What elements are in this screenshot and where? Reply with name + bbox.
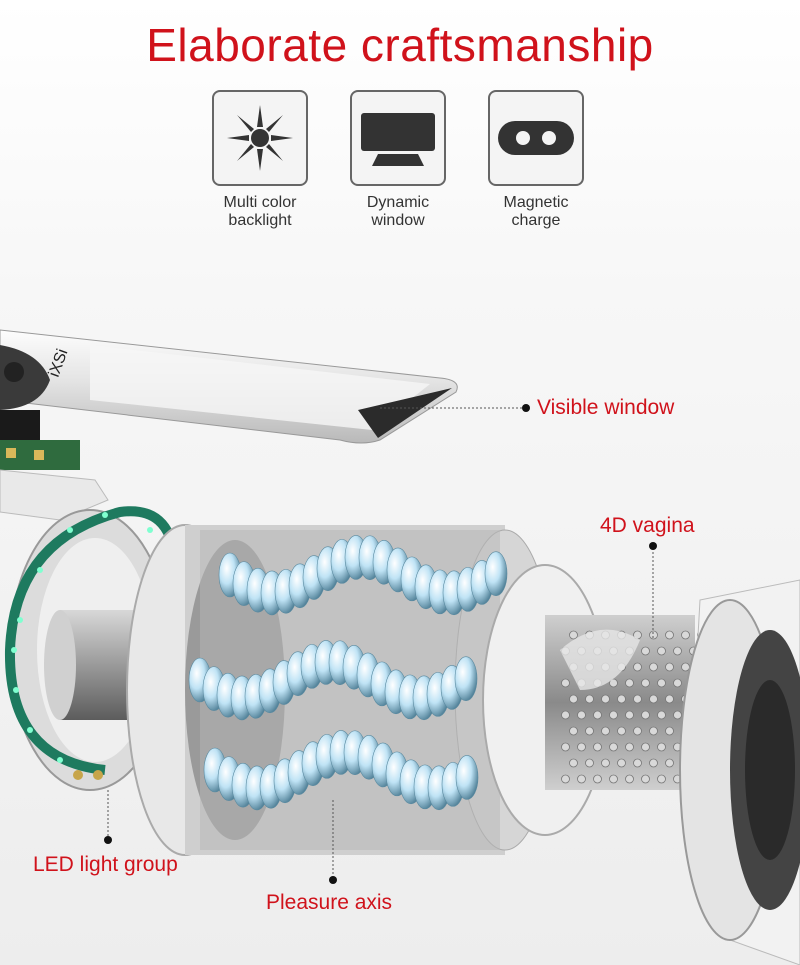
sleeve-nub xyxy=(665,758,674,768)
sleeve-nub xyxy=(633,662,642,672)
feature-label: Magnetic charge xyxy=(503,194,569,229)
front-cap xyxy=(679,579,800,965)
led-ring xyxy=(4,506,180,780)
feature-icon-box xyxy=(350,90,446,186)
sleeve-nub xyxy=(641,646,650,656)
sleeve-nub xyxy=(585,758,594,768)
sleeve-nub xyxy=(617,758,626,768)
sleeve-nub xyxy=(657,774,666,784)
sleeve-nub xyxy=(585,726,594,736)
page-title: Elaborate craftsmanship xyxy=(146,19,654,71)
feature-magnetic-charge: Magnetic charge xyxy=(476,90,596,230)
sleeve-nub xyxy=(593,742,602,752)
sleeve-nub xyxy=(601,726,610,736)
sleeve-nub xyxy=(601,694,610,704)
sleeve-nub xyxy=(641,774,650,784)
sleeve-nub xyxy=(625,710,634,720)
sleeve-nub xyxy=(649,694,658,704)
sleeve-nub xyxy=(609,678,618,688)
sleeve-nub xyxy=(577,774,586,784)
sleeve-nub xyxy=(649,662,658,672)
sleeve-nub xyxy=(609,710,618,720)
feature-multi-color-backlight: Multi color backlight xyxy=(200,90,320,230)
callout-pleasure-axis: Pleasure axis xyxy=(266,891,393,914)
sleeve-nub xyxy=(641,710,650,720)
callout-4d-vagina: 4D vagina xyxy=(600,514,695,537)
sleeve-nub xyxy=(593,774,602,784)
sleeve-nub xyxy=(601,758,610,768)
feature-label: Multi color backlight xyxy=(223,194,297,229)
feature-row: Multi color backlight Dynamic window Mag… xyxy=(0,90,800,240)
feature-icon-box xyxy=(212,90,308,186)
sleeve-nub xyxy=(633,758,642,768)
sleeve xyxy=(482,564,706,836)
monitor-icon xyxy=(361,113,435,166)
sleeve-nub xyxy=(633,694,642,704)
sleeve-nub xyxy=(665,630,674,640)
sleeve-nub xyxy=(665,662,674,672)
sleeve-nub xyxy=(609,774,618,784)
sleeve-nub xyxy=(577,710,586,720)
sleeve-nub xyxy=(577,742,586,752)
feature-label: Dynamic window xyxy=(366,194,430,229)
callout-leaders xyxy=(107,407,654,880)
sleeve-nub xyxy=(657,710,666,720)
sleeve-nub xyxy=(561,774,570,784)
sleeve-nub xyxy=(617,694,626,704)
feature-icon-box xyxy=(488,90,584,186)
callout-led-light-group: LED light group xyxy=(33,853,178,876)
sleeve-nub xyxy=(649,630,658,640)
sleeve-nub xyxy=(673,678,682,688)
sleeve-nub xyxy=(657,678,666,688)
sleeve-nub xyxy=(585,694,594,704)
sleeve-nub xyxy=(569,758,578,768)
sleeve-nub xyxy=(681,630,690,640)
spring-bead xyxy=(455,755,479,800)
sleeve-nub xyxy=(625,774,634,784)
sleeve-nub xyxy=(657,646,666,656)
sleeve-nub xyxy=(609,742,618,752)
pleasure-axis-springs xyxy=(188,535,508,811)
sleeve-nub xyxy=(569,630,578,640)
sleeve-nub xyxy=(641,678,650,688)
sleeve-nub xyxy=(681,662,690,672)
top-housing: iXSi xyxy=(0,329,458,470)
magnetic-charge-icon xyxy=(498,121,574,155)
sleeve-nub xyxy=(665,726,674,736)
sleeve-nub xyxy=(593,710,602,720)
sleeve-nub xyxy=(673,710,682,720)
sleeve-nub xyxy=(649,726,658,736)
sleeve-nub xyxy=(625,742,634,752)
sun-icon xyxy=(227,105,293,171)
spring-bead xyxy=(484,551,508,596)
sleeve-nub xyxy=(561,678,570,688)
callout-dots xyxy=(104,404,657,884)
sleeve-nub xyxy=(641,742,650,752)
sleeve-nub xyxy=(633,726,642,736)
sleeve-nub xyxy=(657,742,666,752)
sleeve-nub xyxy=(561,710,570,720)
sleeve-nub xyxy=(673,646,682,656)
sleeve-nub xyxy=(561,742,570,752)
sleeve-nub xyxy=(569,694,578,704)
sleeve-nub xyxy=(617,726,626,736)
feature-dynamic-window: Dynamic window xyxy=(338,90,458,230)
sleeve-nub xyxy=(649,758,658,768)
spring-bead xyxy=(454,656,478,701)
sleeve-nub xyxy=(625,678,634,688)
sleeve-nub xyxy=(665,694,674,704)
callout-visible-window: Visible window xyxy=(537,396,675,419)
sleeve-nub xyxy=(569,726,578,736)
